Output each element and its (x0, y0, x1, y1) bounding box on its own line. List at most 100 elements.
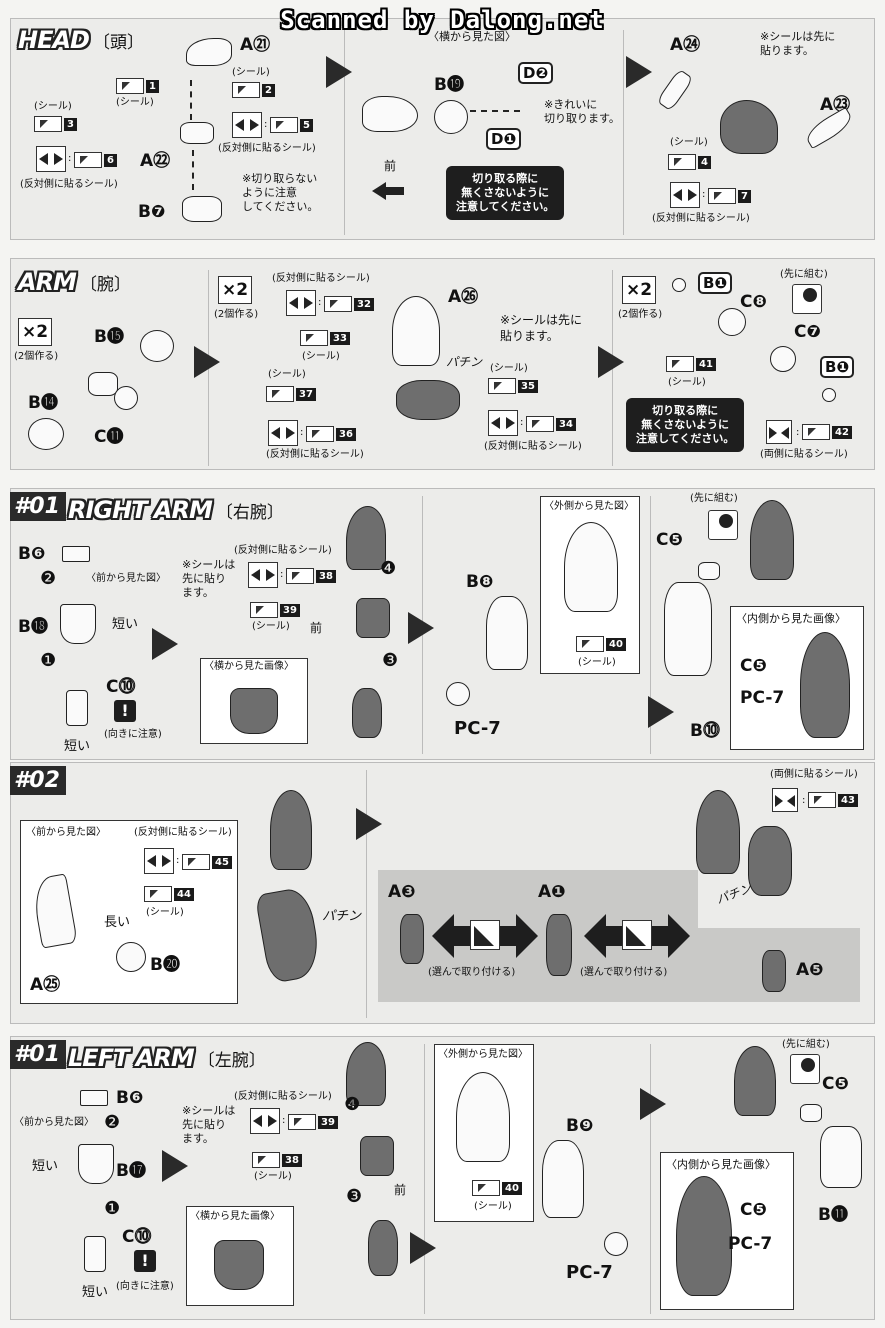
arm-forearm-assy (270, 790, 312, 870)
short-label: 短い (64, 739, 91, 754)
sticker-icon (144, 886, 172, 902)
side-view-label: 〈横から見た図〉 (428, 30, 516, 43)
sticker-num-38: 38 (316, 570, 336, 583)
note-first: ※シールは 先に貼り ます。 (182, 1104, 236, 1145)
sticker-icon (116, 78, 144, 94)
opposite-label: (反対側に貼るシール) (272, 273, 370, 284)
sticker-icon (74, 152, 102, 168)
arm-part-b8 (486, 596, 528, 670)
head-part-b19-core (434, 100, 468, 134)
sticker-num-1: 1 (146, 80, 159, 93)
arm-part-b18 (60, 604, 96, 644)
arm-small-ring (822, 388, 836, 402)
head-title: HEAD〔頭〕 (18, 26, 144, 54)
arm-joint-part (356, 598, 390, 638)
arm-shoulder-part (28, 418, 64, 450)
sticker-num-32: 32 (354, 298, 374, 311)
note-first: ※シールは先に 貼ります。 (760, 30, 836, 57)
orientation-label: (向きに注意) (116, 1281, 174, 1292)
next-step-arrow (598, 346, 624, 378)
hand-a5 (762, 950, 786, 992)
next-step-arrow (356, 808, 382, 840)
make-two-label: (2個作る) (214, 309, 259, 320)
note-first: ※シールは先に 貼ります。 (500, 313, 583, 343)
part-a24: A㉔ (670, 35, 701, 55)
opposite-label: (反対側に貼るシール) (234, 545, 332, 556)
part-a26: A㉖ (448, 287, 479, 307)
long-label: 長い (104, 915, 131, 930)
step-4: ❹ (380, 558, 397, 579)
sticker-icon (34, 116, 62, 132)
part-b6: B❻ (116, 1088, 144, 1108)
part-b14: B⓮ (28, 393, 58, 413)
make-two-label: (2個作る) (14, 351, 59, 362)
pc7-ball (604, 1232, 628, 1256)
arm-part-c10 (66, 690, 88, 726)
preassemble-icon (708, 510, 738, 540)
arm-part-c5 (800, 1104, 822, 1122)
note-clean: ※きれいに 切り取ります。 (544, 98, 620, 125)
arm-part-b20 (116, 942, 146, 972)
part-b18: B⓲ (18, 617, 48, 637)
sticker-num-3: 3 (64, 118, 77, 131)
sticker-icon (324, 296, 352, 312)
sticker-icon (288, 1114, 316, 1130)
head-part-b19 (362, 96, 418, 132)
sticker-num-38: 38 (282, 1154, 302, 1167)
sticker-num-7: 7 (738, 190, 751, 203)
sticker-num-44: 44 (174, 888, 194, 901)
arm-small-ring (672, 278, 686, 292)
sticker-num-45: 45 (212, 856, 232, 869)
orientation-label: (向きに注意) (104, 729, 162, 740)
arm-title: ARM〔腕〕 (18, 268, 131, 296)
opposite-side-icon (488, 410, 518, 436)
sticker-num-40: 40 (502, 1182, 522, 1195)
opposite-side-icon (232, 112, 262, 138)
sticker-label: (シール) (254, 1171, 292, 1182)
short-label: 短い (32, 1159, 59, 1174)
head-part-b7 (182, 196, 222, 222)
step-2: ❷ (40, 568, 57, 589)
sticker-num-43: 43 (838, 794, 858, 807)
inner-image-label: 〈内側から見た画像〉 (666, 1158, 776, 1171)
part-c5: C❺ (656, 530, 683, 550)
inner-image-part (800, 632, 850, 738)
preassemble-label: (先に組む) (782, 1039, 830, 1050)
sticker-label: (シール) (668, 377, 706, 388)
part-b6: B❻ (18, 544, 46, 564)
caution-icon: ! (114, 700, 136, 722)
part-b7: B❼ (138, 202, 166, 222)
sticker-icon (526, 416, 554, 432)
sticker-icon (576, 636, 604, 652)
arm-part-b15 (140, 330, 174, 362)
arm-lower-part (352, 688, 382, 738)
opposite-label: (反対側に貼るシール) (134, 827, 232, 838)
part-a1: A❶ (538, 882, 566, 902)
next-step-arrow (162, 1150, 188, 1182)
arm-part-c10 (84, 1236, 106, 1272)
part-d1: D❶ (486, 128, 522, 150)
arm-part-c5 (698, 562, 720, 580)
part-a22: A㉒ (140, 151, 171, 171)
front-label: 前 (394, 1183, 407, 1197)
side-image-label: 〈横から見た画像〉 (204, 661, 294, 672)
sticker-label: (シール) (252, 621, 290, 632)
sticker-icon (708, 188, 736, 204)
hand-a3 (400, 914, 424, 964)
outer-view-label: 〈外側から見た図〉 (438, 1049, 528, 1060)
part-c8: C❽ (740, 292, 767, 312)
sticker-icon (300, 330, 328, 346)
hand-a1 (546, 914, 572, 976)
choose-label: (選んで取り付ける) (428, 967, 516, 978)
sticker-label: (シール) (232, 67, 270, 78)
both-label: (両側に貼るシール) (760, 449, 848, 460)
front-view-label: 〈前から見た図〉 (14, 1117, 94, 1128)
arm-shield-attached (748, 826, 792, 896)
sticker-num-6: 6 (104, 154, 117, 167)
sticker-icon (182, 854, 210, 870)
arm-part-b11 (820, 1126, 862, 1188)
part-pc7: PC-7 (566, 1262, 613, 1283)
arm-forearm-part (346, 506, 386, 570)
part-c10: C⓾ (122, 1227, 152, 1247)
part-b19: B⓳ (434, 75, 464, 95)
